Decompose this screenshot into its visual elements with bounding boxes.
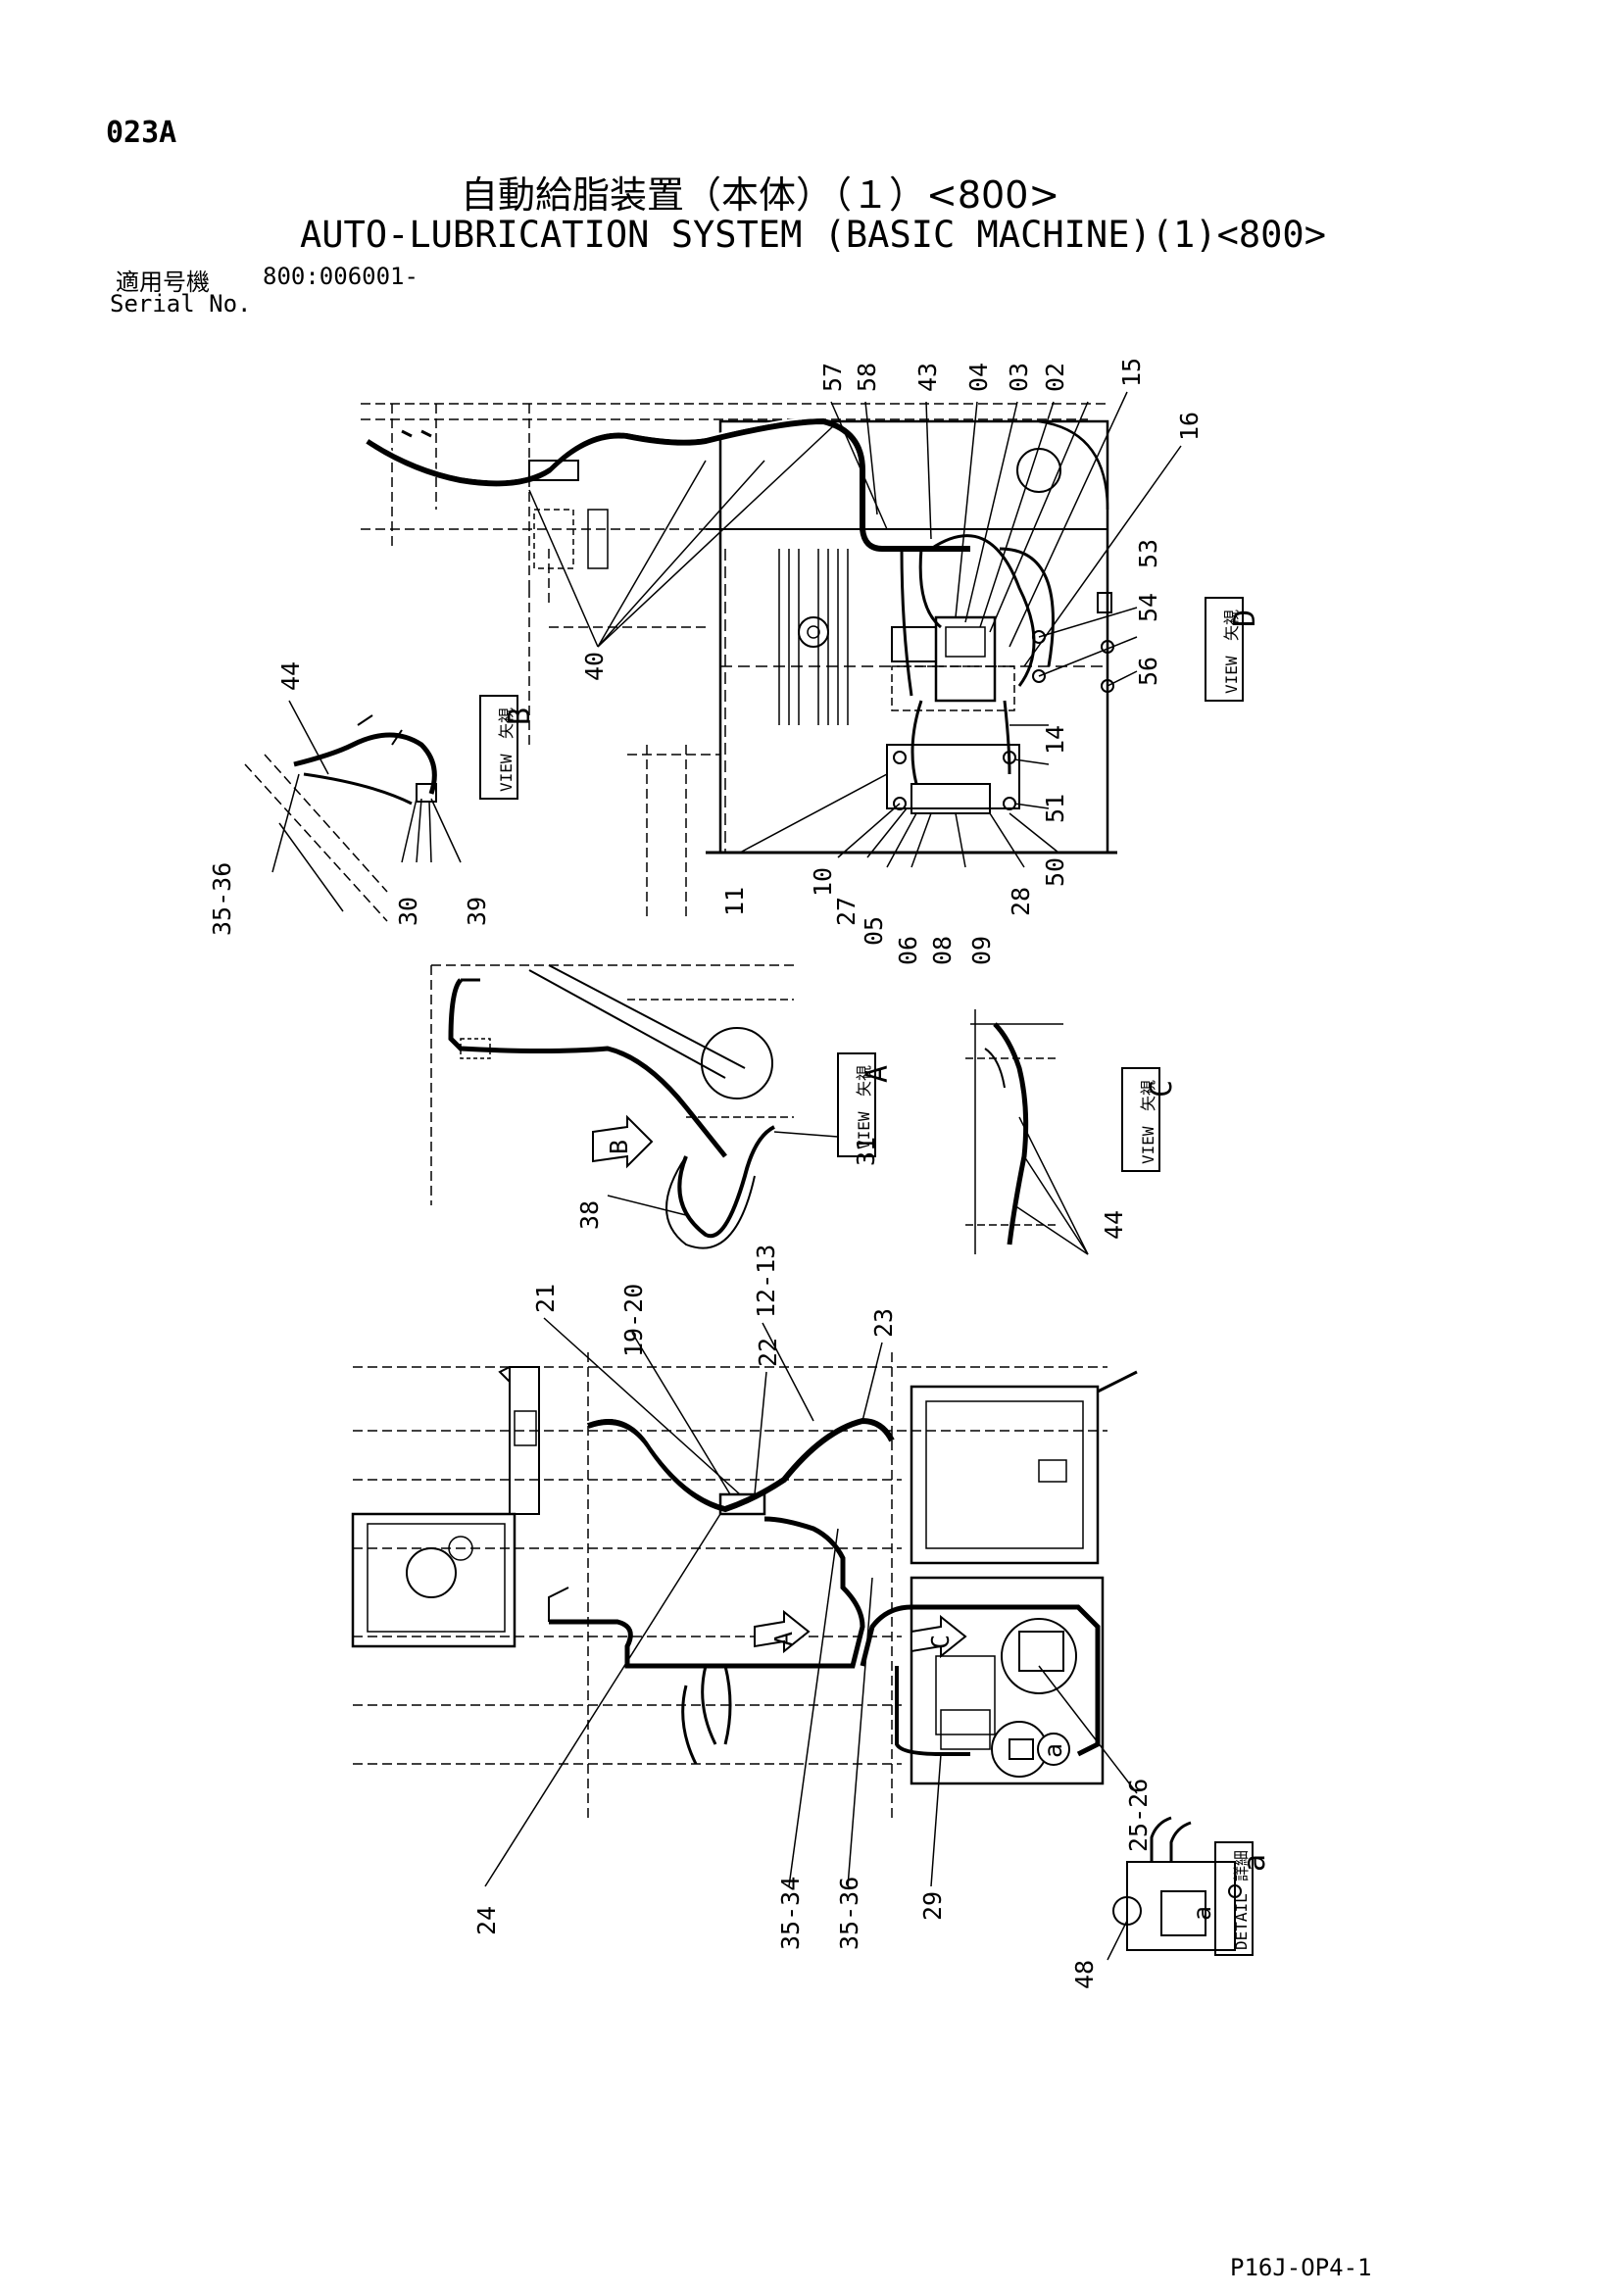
svg-text:31: 31 — [852, 1137, 880, 1166]
view-a-label: VIEW 矢視 A — [837, 1052, 895, 1157]
view-c-label: VIEW 矢視 C — [1121, 1067, 1179, 1172]
svg-text:44: 44 — [276, 661, 305, 691]
svg-text:24: 24 — [472, 1906, 501, 1935]
svg-text:矢視: 矢視 — [1222, 610, 1241, 641]
view-b-drawing — [244, 700, 462, 922]
svg-text:21: 21 — [531, 1284, 560, 1313]
circle-a-mark: a — [1039, 1743, 1067, 1758]
svg-text:44: 44 — [1100, 1210, 1128, 1240]
svg-text:25-26: 25-26 — [1124, 1779, 1153, 1852]
svg-text:11: 11 — [720, 887, 749, 916]
svg-text:58: 58 — [853, 363, 881, 392]
svg-text:VIEW: VIEW — [1222, 656, 1241, 694]
arrow-c-mark: C — [926, 1635, 955, 1649]
view-b-label: VIEW 矢視 B — [479, 695, 537, 800]
arrow-a-mark: A — [769, 1632, 798, 1646]
title-japanese: 自動給脂装置（本体）（１）<800> — [461, 173, 1060, 217]
svg-text:08: 08 — [928, 936, 957, 965]
svg-text:14: 14 — [1041, 725, 1069, 755]
svg-text:16: 16 — [1175, 412, 1204, 441]
svg-text:35-36: 35-36 — [835, 1877, 863, 1950]
view-c-letter: C — [1145, 1080, 1179, 1098]
serial-label-japanese: 適用号機 — [116, 269, 210, 296]
svg-text:23: 23 — [869, 1308, 898, 1338]
view-c-drawing — [965, 1009, 1089, 1255]
page-code: 023A — [106, 116, 177, 150]
view-d-label: VIEW 矢視 D — [1205, 597, 1262, 702]
svg-text:09: 09 — [967, 936, 996, 965]
svg-text:15: 15 — [1117, 358, 1146, 387]
svg-text:04: 04 — [964, 363, 993, 392]
top-plan-view — [361, 403, 1117, 921]
serial-label-english: Serial No. — [110, 290, 252, 318]
svg-text:12-13: 12-13 — [752, 1245, 780, 1318]
detail-a-label: DETAIL 詳細 a — [1214, 1841, 1272, 1956]
svg-text:39: 39 — [463, 897, 491, 926]
svg-text:矢視: 矢視 — [1139, 1080, 1157, 1111]
callouts-view-b: 44 35-36 30 39 — [208, 661, 491, 936]
svg-text:矢視: 矢視 — [855, 1065, 873, 1097]
detail-a-drawing — [1107, 1816, 1242, 1961]
arrow-b-mark: B — [605, 1140, 633, 1154]
serial-number-value: 800:006001- — [263, 263, 418, 290]
svg-text:28: 28 — [1007, 887, 1035, 916]
lower-main-view — [351, 1352, 1138, 1823]
svg-text:50: 50 — [1041, 857, 1069, 887]
view-a-drawing — [430, 964, 839, 1249]
svg-text:VIEW: VIEW — [855, 1111, 873, 1149]
detail-a-letter: a — [1238, 1854, 1272, 1872]
lower-leader-lines — [484, 1317, 1138, 1887]
callouts-detail: 48 — [1070, 1960, 1099, 1989]
svg-text:VIEW: VIEW — [1139, 1126, 1157, 1164]
callouts-view-c: 44 — [1100, 1210, 1128, 1240]
svg-text:35-34: 35-34 — [776, 1877, 805, 1950]
svg-text:57: 57 — [818, 363, 847, 392]
svg-text:43: 43 — [913, 363, 942, 392]
svg-text:22: 22 — [754, 1338, 782, 1367]
title-english: AUTO-LUBRICATION SYSTEM (BASIC MACHINE)(… — [300, 214, 1326, 256]
svg-text:27: 27 — [832, 897, 861, 926]
svg-text:DETAIL: DETAIL — [1232, 1893, 1251, 1950]
view-b-jp: 矢視 — [497, 708, 516, 739]
svg-text:10: 10 — [809, 867, 837, 897]
top-leader-lines — [528, 391, 1182, 868]
callouts-view-a: 38 31 — [575, 1137, 880, 1230]
view-b-letter: B — [503, 708, 537, 725]
view-a-letter: A — [861, 1065, 895, 1083]
svg-text:48: 48 — [1070, 1960, 1099, 1989]
svg-text:56: 56 — [1134, 657, 1162, 686]
svg-text:詳細: 詳細 — [1232, 1850, 1251, 1881]
svg-text:54: 54 — [1134, 593, 1162, 622]
svg-text:05: 05 — [860, 916, 888, 946]
svg-text:38: 38 — [575, 1200, 604, 1230]
svg-text:02: 02 — [1041, 363, 1069, 392]
svg-text:19-20: 19-20 — [619, 1284, 648, 1357]
svg-text:40: 40 — [580, 652, 609, 681]
view-d-letter: D — [1228, 610, 1262, 627]
callouts-lower: 21 19-20 12-13 22 23 24 35-34 35-36 29 2… — [472, 1245, 1153, 1950]
svg-text:35-36: 35-36 — [208, 862, 236, 936]
svg-text:03: 03 — [1005, 363, 1033, 392]
svg-text:53: 53 — [1134, 539, 1162, 568]
detail-circle-a-mark: a — [1188, 1906, 1216, 1921]
svg-text:29: 29 — [918, 1891, 947, 1921]
svg-text:51: 51 — [1041, 794, 1069, 823]
svg-text:30: 30 — [394, 897, 422, 926]
view-b-word: VIEW — [497, 754, 516, 792]
svg-text:06: 06 — [894, 936, 922, 965]
footer-code: P16J-OP4-1 — [1230, 2254, 1372, 2281]
callouts-top: 57 58 43 04 03 02 15 16 53 54 56 14 51 5… — [580, 358, 1204, 965]
